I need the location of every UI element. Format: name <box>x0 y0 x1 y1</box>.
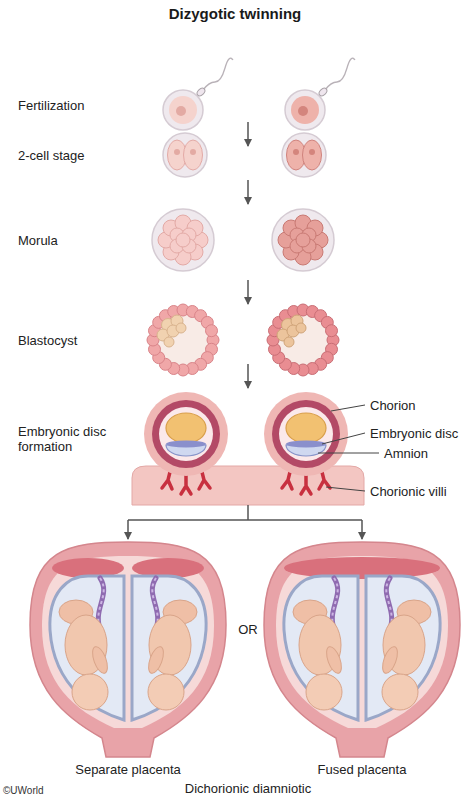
split-arrows <box>128 505 362 539</box>
outcome-label: Separate placenta <box>75 762 181 777</box>
stage-label: Morula <box>18 233 58 248</box>
blastocyst-figure <box>147 304 339 376</box>
part-label: Embryonic disc <box>370 426 458 441</box>
two-cell-figure <box>163 133 326 177</box>
part-label: Chorionic villi <box>370 484 447 499</box>
implantation-figure <box>132 392 364 505</box>
morula-figure <box>152 209 334 271</box>
watermark: ©UWorld <box>3 785 44 797</box>
stage-label: Fertilization <box>18 98 84 113</box>
stage-label: Embryonic disc formation <box>18 424 128 454</box>
part-label: Amnion <box>384 446 428 461</box>
diagram-title: Dizygotic twinning <box>169 5 302 23</box>
stage-label: Blastocyst <box>18 333 77 348</box>
or-label: OR <box>238 622 258 637</box>
fused-placenta-uterus <box>264 542 460 757</box>
diagram-caption: Dichorionic diamniotic <box>185 781 311 796</box>
separate-placenta-uterus <box>30 542 226 757</box>
stage-label: 2-cell stage <box>18 148 84 163</box>
leader-lines <box>318 405 379 491</box>
outcome-label: Fused placenta <box>318 762 407 777</box>
fertilization-figure <box>163 58 355 130</box>
part-label: Chorion <box>370 398 416 413</box>
stage-arrows <box>247 122 249 388</box>
